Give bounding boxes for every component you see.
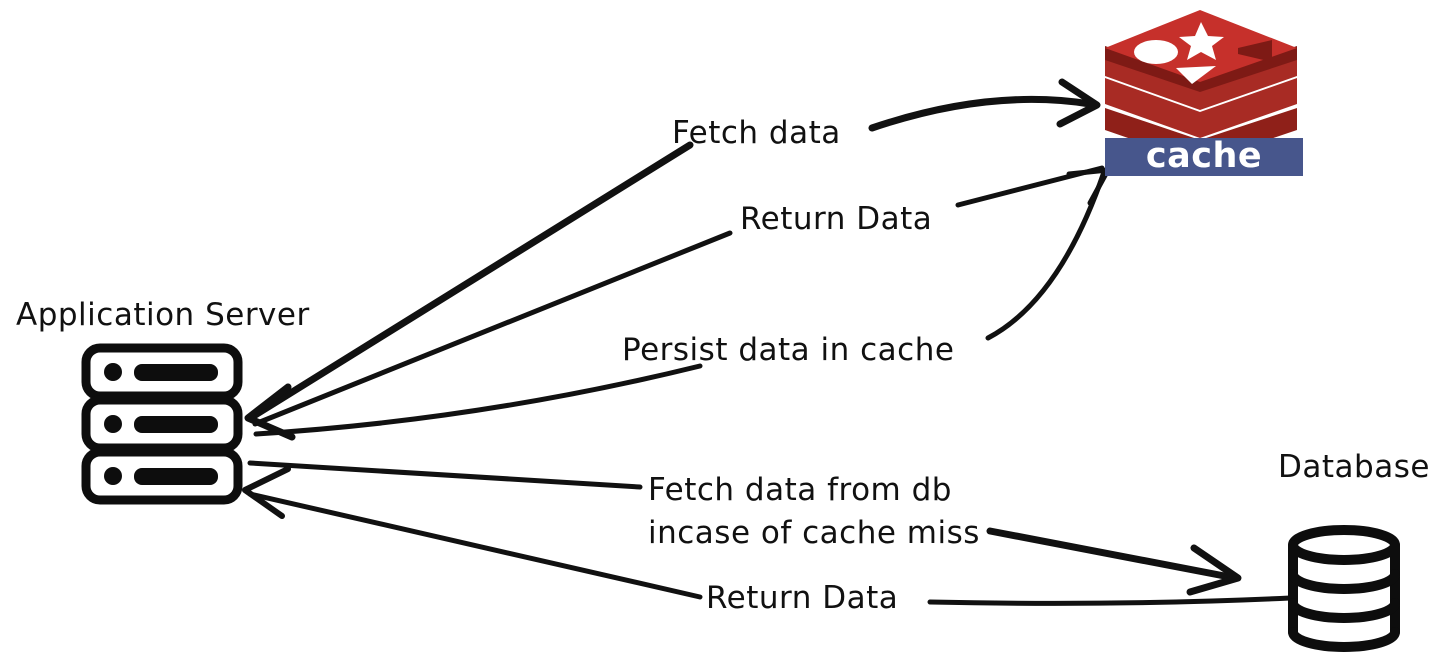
edge-return-data-db bbox=[247, 491, 1293, 606]
edge-return-data-cache bbox=[252, 165, 1105, 427]
edge-persist-data bbox=[253, 167, 1111, 437]
db-divider-1 bbox=[1288, 569, 1400, 594]
redis-ellipse-glyph bbox=[1134, 40, 1178, 64]
server-slot-bottom bbox=[134, 468, 218, 485]
edge-fetch-from-db bbox=[247, 460, 1242, 596]
redis-slab-upper bbox=[1105, 52, 1297, 110]
edge-fetch-from-db-segment-right bbox=[986, 527, 1239, 582]
server-slot-middle bbox=[134, 416, 218, 433]
redis-side-right bbox=[1200, 46, 1297, 92]
app-server-label: Application Server bbox=[16, 297, 310, 333]
edge-fetch-data-segment-left bbox=[248, 141, 694, 421]
redis-logo-icon: cache bbox=[1105, 10, 1303, 176]
arrowhead-to-server-upper bbox=[244, 383, 296, 441]
edge-return-data-db-segment-right bbox=[927, 595, 1293, 606]
database-cylinder-icon bbox=[1288, 525, 1400, 652]
server-led-top bbox=[104, 363, 122, 381]
edge-fetch-data bbox=[248, 78, 1101, 421]
server-stack-icon bbox=[81, 343, 243, 505]
arrowhead-to-cache-top bbox=[1056, 78, 1101, 128]
edge-label-persist-data: Persist data in cache bbox=[622, 332, 954, 368]
edge-label-fetch-from-db-line2: incase of cache miss bbox=[648, 515, 980, 551]
server-led-middle bbox=[104, 415, 122, 433]
edge-label-fetch-data: Fetch data bbox=[672, 115, 841, 151]
server-led-bottom bbox=[104, 467, 122, 485]
edge-return-data-db-segment-left bbox=[247, 491, 703, 600]
db-bottom-arc bbox=[1288, 627, 1400, 652]
edge-return-data-cache-segment-left bbox=[252, 230, 733, 427]
edge-fetch-from-db-segment-left bbox=[247, 460, 643, 490]
redis-slab-middle bbox=[1105, 78, 1297, 138]
db-top-ellipse bbox=[1288, 525, 1400, 565]
database-label: Database bbox=[1278, 449, 1430, 485]
arrowhead-to-server-lower bbox=[242, 466, 291, 519]
cache-band bbox=[1105, 138, 1303, 176]
edge-fetch-data-segment-right bbox=[868, 95, 1094, 132]
db-divider-2 bbox=[1288, 598, 1400, 623]
redis-diamond-glyph bbox=[1238, 40, 1272, 62]
arrowhead-to-database bbox=[1186, 544, 1242, 596]
redis-star-glyph bbox=[1179, 22, 1224, 60]
edge-persist-data-segment-left bbox=[253, 363, 703, 437]
edge-label-return-data-db: Return Data bbox=[706, 580, 898, 616]
redis-triangle-glyph bbox=[1176, 66, 1216, 84]
redis-side-left bbox=[1105, 46, 1200, 92]
server-slot-top bbox=[134, 364, 218, 381]
cache-label: cache bbox=[1146, 136, 1262, 176]
edge-label-return-data-cache: Return Data bbox=[740, 201, 932, 237]
edge-label-fetch-from-db: Fetch data from db bbox=[648, 472, 952, 508]
edge-persist-data-segment-right bbox=[985, 169, 1107, 341]
